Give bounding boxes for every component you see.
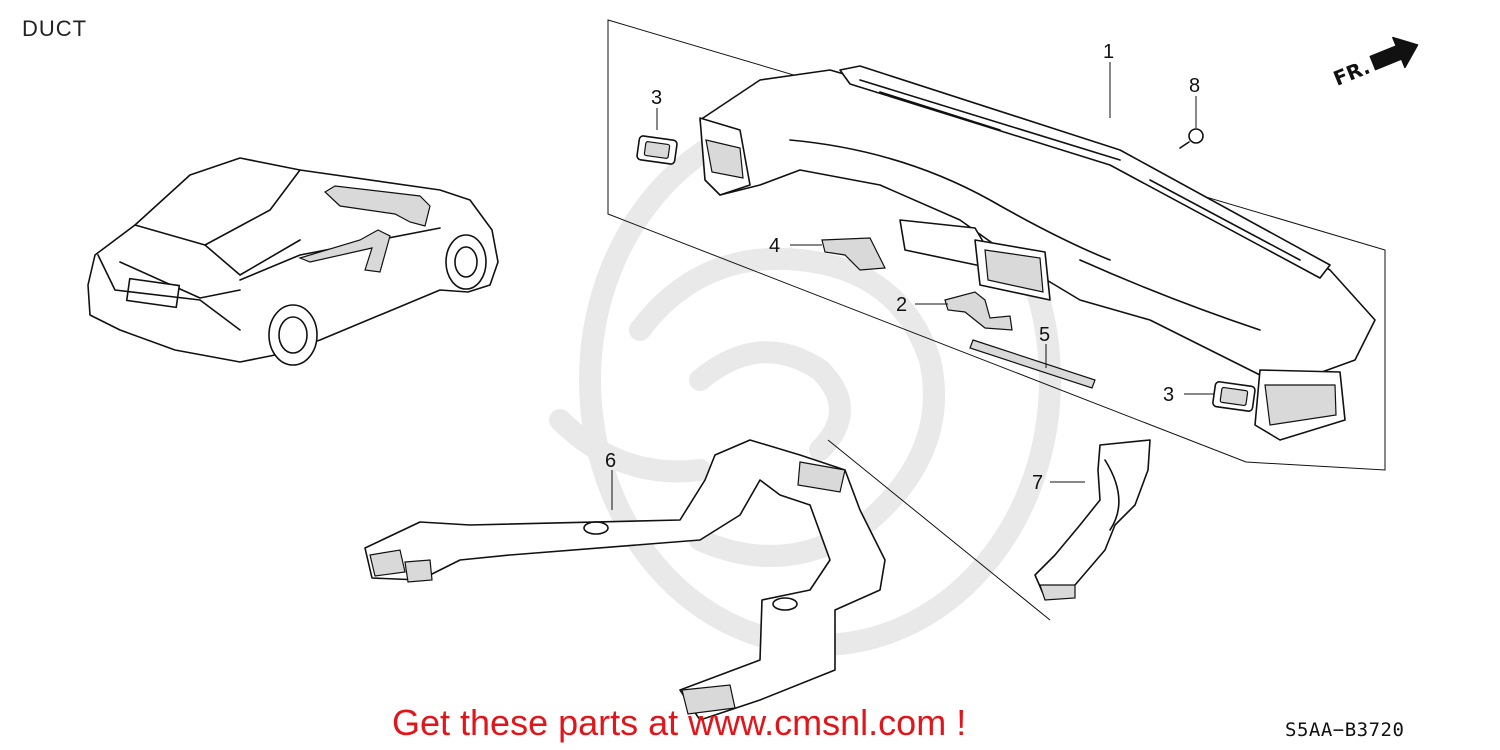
callout-2: 2 xyxy=(896,294,907,316)
front-direction-marker: FR. xyxy=(1330,36,1419,91)
callout-8: 8 xyxy=(1189,75,1200,97)
guide-line xyxy=(827,439,1051,621)
screw xyxy=(1179,128,1204,149)
callout-4: 4 xyxy=(769,235,780,257)
assembly-bounding-box xyxy=(607,19,1386,471)
car-illustration xyxy=(87,157,499,366)
vent-bezel-right xyxy=(1212,381,1256,412)
vent-bezel-left xyxy=(636,135,678,165)
seal-pad xyxy=(821,237,886,271)
callout-3-right: 3 xyxy=(1163,384,1174,406)
dashboard-duct-assembly xyxy=(699,65,1376,441)
leader-lines xyxy=(611,62,1214,510)
tape-strip xyxy=(969,339,1096,389)
page-title: DUCT xyxy=(22,16,88,41)
diagram-part-code: S5AA−B3720 xyxy=(1285,719,1405,741)
callout-1: 1 xyxy=(1103,41,1114,63)
callout-5: 5 xyxy=(1039,324,1050,346)
callout-7: 7 xyxy=(1032,472,1043,494)
rear-floor-duct xyxy=(364,439,886,721)
side-duct-hose xyxy=(1034,439,1151,601)
callout-6: 6 xyxy=(605,450,616,472)
seal-clip xyxy=(944,291,1013,331)
callout-3-left: 3 xyxy=(651,87,662,109)
arrow-icon xyxy=(1369,36,1419,71)
fr-label: FR. xyxy=(1330,55,1373,91)
footer-parts-link[interactable]: Get these parts at www.cmsnl.com ! xyxy=(392,702,967,743)
